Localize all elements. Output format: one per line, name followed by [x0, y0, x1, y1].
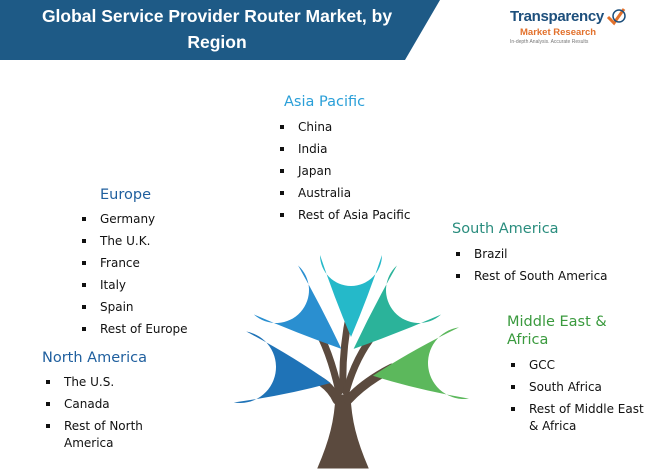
leaf-label-eu: EU — [264, 283, 283, 299]
list-item: France — [78, 252, 188, 274]
region-list-south-america: Brazil Rest of South America — [452, 243, 608, 287]
list-item: China — [276, 116, 410, 138]
list-item: Rest of Europe — [78, 318, 188, 340]
leaf-label-ap: AP — [342, 248, 360, 264]
list-item: Brazil — [452, 243, 608, 265]
list-item: Germany — [78, 208, 188, 230]
list-item: GCC — [507, 354, 650, 376]
list-item: South Africa — [507, 376, 650, 398]
leaf-sa: SA — [353, 265, 442, 349]
leaf-na: NA — [228, 331, 331, 403]
logo-line-2: Market Research — [520, 27, 597, 38]
region-title-north-america: North America — [42, 350, 147, 366]
list-item: Rest of Asia Pacific — [276, 204, 410, 226]
title-line-1: Global Service Provider Router Market, b… — [41, 6, 393, 26]
logo-checkmark-icon — [606, 8, 626, 26]
logo-tagline: In-depth Analysis. Accurate Results — [510, 39, 589, 45]
list-item: Spain — [78, 296, 188, 318]
list-item: The U.K. — [78, 230, 188, 252]
region-asia-pacific: Asia Pacific China India Japan Australia… — [276, 93, 410, 226]
leaf-mea: MEA — [372, 327, 482, 399]
brand-logo: Transparency Market Research In-depth An… — [500, 8, 640, 54]
list-item: Japan — [276, 160, 410, 182]
list-item: Australia — [276, 182, 410, 204]
leaf-ap: AP — [320, 248, 382, 337]
page-title: Global Service Provider Router Market, b… — [12, 3, 422, 55]
region-title-asia-pacific: Asia Pacific — [284, 94, 366, 110]
region-list-asia-pacific: China India Japan Australia Rest of Asia… — [276, 116, 410, 226]
region-title-south-america: South America — [452, 221, 559, 237]
region-title-middle-east-africa: Middle East & Africa — [507, 314, 607, 348]
tree-trunk — [317, 394, 369, 469]
title-line-2: Region — [187, 32, 247, 52]
region-south-america: South America Brazil Rest of South Ameri… — [452, 220, 608, 287]
leaf-label-sa: SA — [412, 283, 431, 299]
region-north-america: North America The U.S. Canada Rest of No… — [42, 349, 192, 452]
region-europe: Europe Germany The U.K. France Italy Spa… — [78, 186, 188, 340]
leaf-label-na: NA — [228, 360, 248, 376]
list-item: Rest of Middle East & Africa — [507, 398, 650, 435]
leaf-label-mea: MEA — [451, 356, 482, 372]
title-banner — [0, 0, 440, 60]
list-item: Rest of North America — [42, 415, 164, 452]
region-list-north-america: The U.S. Canada Rest of North America — [42, 371, 192, 452]
region-list-middle-east-africa: GCC South Africa Rest of Middle East & A… — [507, 354, 650, 435]
leaf-eu: EU — [253, 265, 342, 349]
list-item: The U.S. — [42, 371, 192, 393]
list-item: Canada — [42, 393, 192, 415]
region-title-europe: Europe — [100, 187, 151, 203]
logo-line-1: Transparency — [510, 8, 604, 25]
list-item: Rest of South America — [452, 265, 608, 287]
region-list-europe: Germany The U.K. France Italy Spain Rest… — [78, 208, 188, 340]
list-item: Italy — [78, 274, 188, 296]
list-item: India — [276, 138, 410, 160]
region-middle-east-africa: Middle East & Africa GCC South Africa Re… — [507, 313, 650, 435]
